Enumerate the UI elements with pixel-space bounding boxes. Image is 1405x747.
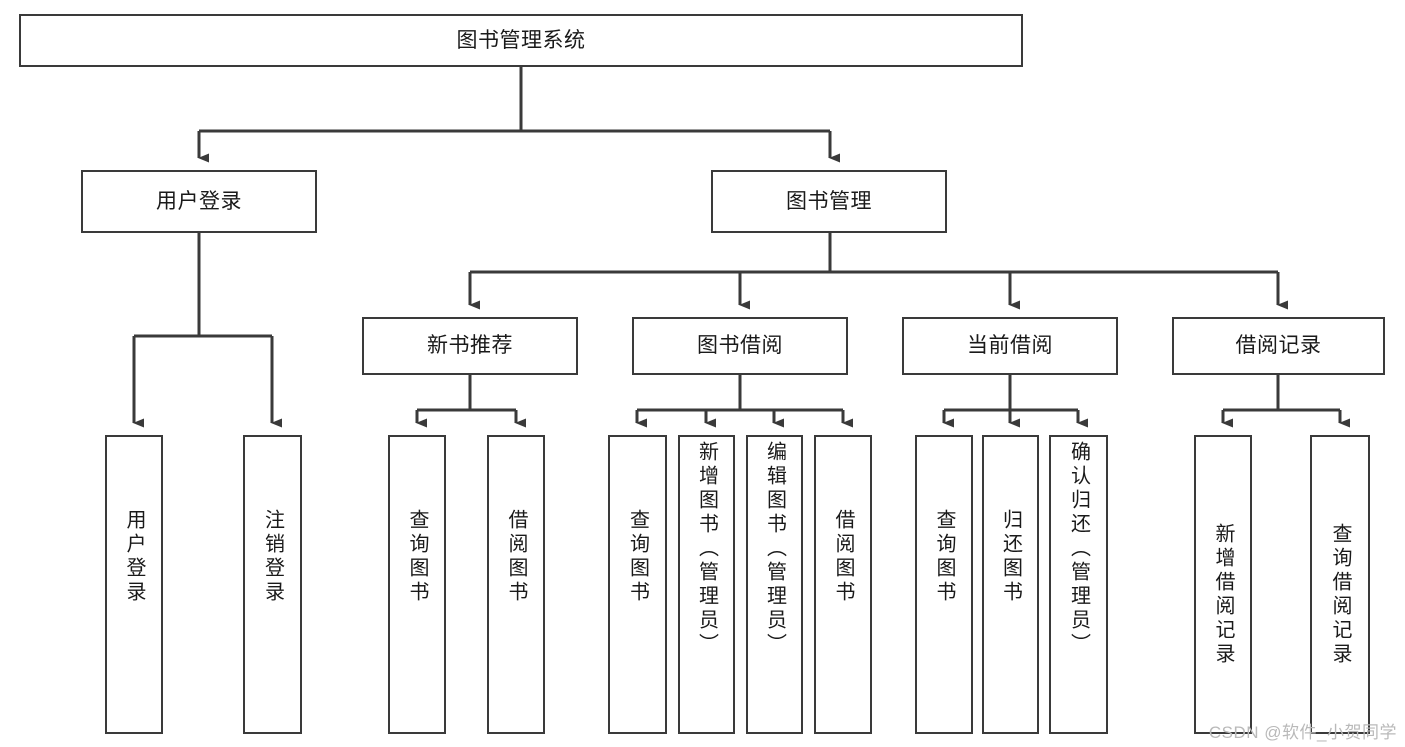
node-label: 归还图书 [999, 509, 1022, 605]
node-leaf-query-book-current[interactable]: 查询图书 [915, 435, 973, 734]
node-label: 借阅图书 [505, 509, 527, 605]
node-label: 注销登录 [261, 509, 284, 605]
node-current-borrow[interactable]: 当前借阅 [902, 317, 1118, 375]
node-label: 借阅图书 [832, 509, 854, 605]
node-label: 图书管理 [786, 189, 872, 213]
node-new-book-recommend[interactable]: 新书推荐 [362, 317, 578, 375]
node-label: 查询图书 [626, 509, 649, 605]
node-label: 查询图书 [406, 509, 428, 605]
node-leaf-add-borrow-record[interactable]: 新增借阅记录 [1194, 435, 1252, 734]
node-label: 确认归还（管理员） [1067, 441, 1090, 657]
node-book-borrow[interactable]: 图书借阅 [632, 317, 848, 375]
node-label: 图书借阅 [697, 334, 783, 358]
node-label: 新增借阅记录 [1212, 523, 1234, 667]
node-label: 用户登录 [156, 189, 242, 213]
node-root-system[interactable]: 图书管理系统 [19, 14, 1023, 67]
node-leaf-user-logout[interactable]: 注销登录 [243, 435, 302, 734]
node-label: 图书管理系统 [456, 28, 586, 52]
node-label: 借阅记录 [1235, 334, 1322, 358]
node-user-login[interactable]: 用户登录 [81, 170, 317, 233]
node-leaf-edit-book-admin[interactable]: 编辑图书（管理员） [746, 435, 803, 734]
node-leaf-query-book-recommend[interactable]: 查询图书 [388, 435, 446, 734]
node-borrow-record[interactable]: 借阅记录 [1172, 317, 1385, 375]
node-leaf-return-book[interactable]: 归还图书 [982, 435, 1039, 734]
node-label: 查询借阅记录 [1329, 523, 1351, 667]
node-leaf-borrow-book[interactable]: 借阅图书 [814, 435, 872, 734]
node-leaf-query-book[interactable]: 查询图书 [608, 435, 667, 734]
node-label: 当前借阅 [967, 334, 1053, 358]
node-leaf-query-borrow-record[interactable]: 查询借阅记录 [1310, 435, 1370, 734]
node-label: 新书推荐 [427, 334, 513, 358]
node-label: 新增图书（管理员） [695, 441, 718, 657]
node-leaf-add-book-admin[interactable]: 新增图书（管理员） [678, 435, 735, 734]
node-label: 查询图书 [933, 509, 955, 605]
node-leaf-user-login[interactable]: 用户登录 [105, 435, 163, 734]
node-label: 编辑图书（管理员） [763, 441, 786, 657]
node-book-manage[interactable]: 图书管理 [711, 170, 947, 233]
node-label: 用户登录 [123, 509, 145, 605]
node-leaf-confirm-return-admin[interactable]: 确认归还（管理员） [1049, 435, 1108, 734]
node-leaf-borrow-book-recommend[interactable]: 借阅图书 [487, 435, 545, 734]
